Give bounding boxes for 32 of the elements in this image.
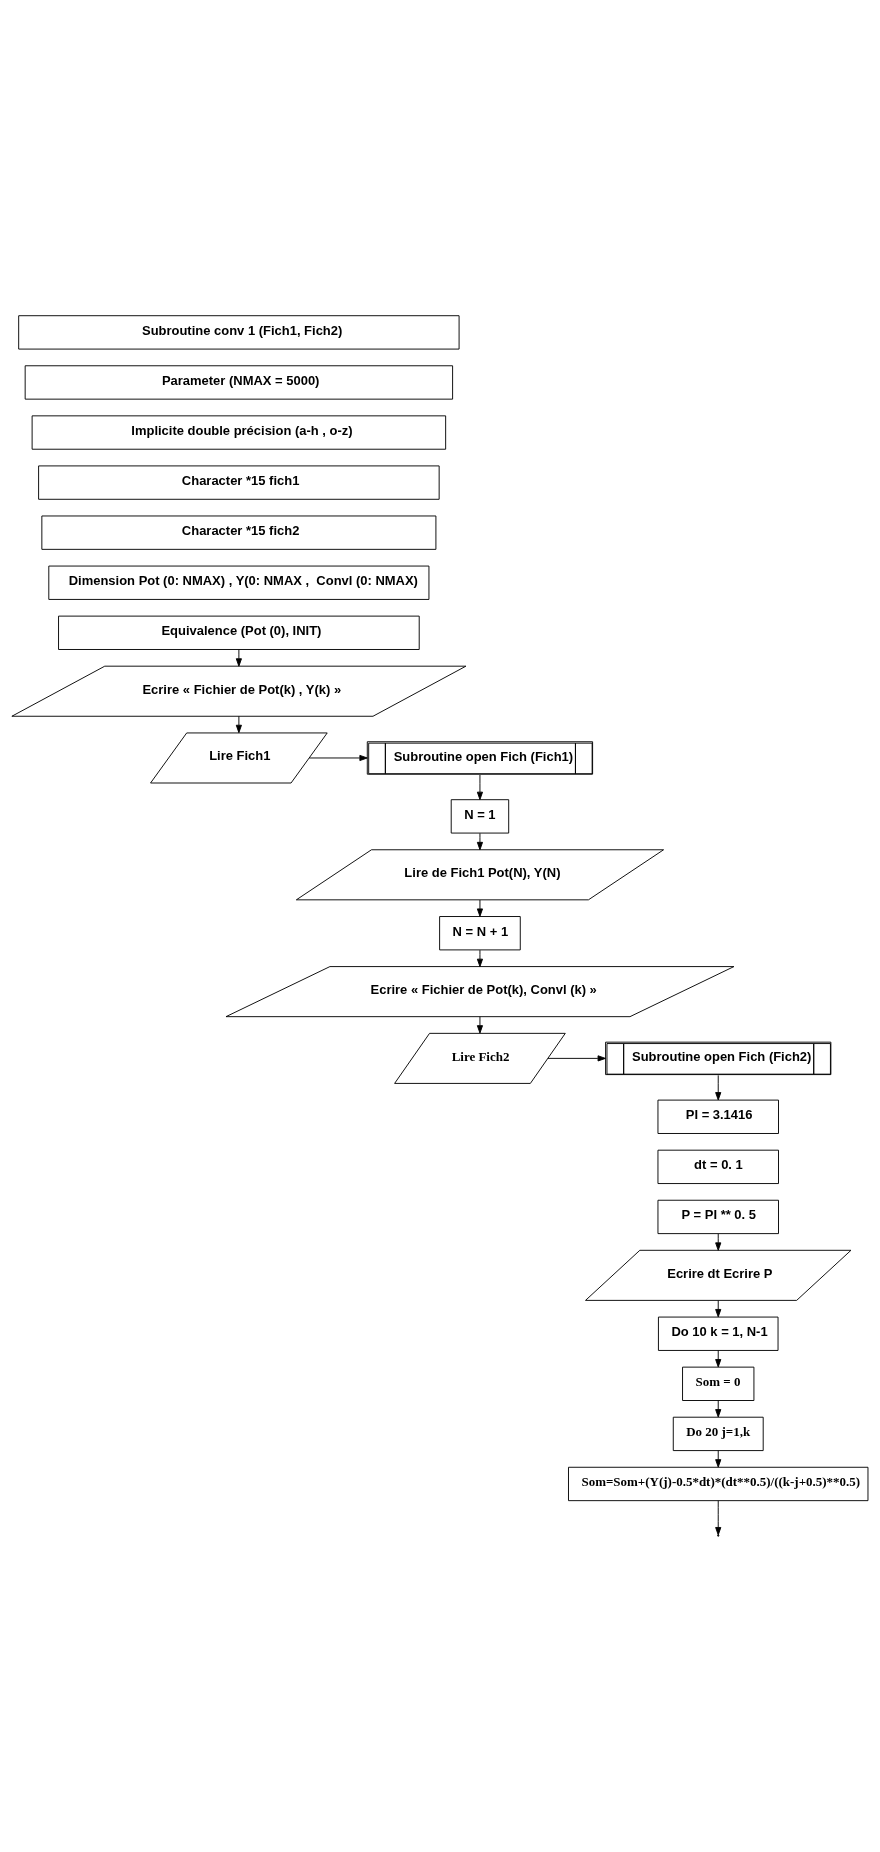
node-box: dt = 0. 1 [657, 1149, 779, 1184]
arrow [715, 1300, 722, 1318]
arrow [715, 1074, 722, 1101]
arrow [715, 1500, 722, 1536]
node-box: Parameter (NMAX = 5000) [24, 365, 454, 400]
node-box: Equivalence (Pot (0), INIT) [58, 615, 420, 650]
arrow [476, 832, 483, 851]
node-box: Dimension Pot (0: NMAX) , Y(0: NMAX , Convl (0: NMAX) [48, 565, 430, 600]
arrow [715, 1233, 722, 1251]
node-box: Character *15 fich1 [38, 465, 440, 500]
arrow [547, 1055, 606, 1062]
node-box: PI = 3.1416 [657, 1099, 779, 1134]
node-box: P = PI ** 0. 5 [657, 1199, 779, 1235]
arrow [308, 754, 368, 762]
node-box: Subroutine conv 1 (Fich1, Fich2) [18, 315, 460, 350]
node-box: N = N + 1 [439, 916, 521, 951]
arrow [476, 774, 483, 801]
arrow [235, 715, 242, 734]
arrow [476, 899, 483, 917]
arrow [235, 649, 242, 667]
node-box: Implicite double précision (a-h , o-z) [31, 415, 447, 450]
node-box: Character *15 fich2 [41, 515, 437, 550]
arrow [476, 1016, 483, 1034]
node-box: N = 1 [450, 799, 510, 834]
node-box: Do 20 j=1,k [672, 1416, 764, 1452]
arrow [715, 1450, 722, 1468]
node-box: Som = 0 [682, 1366, 755, 1401]
node-box: Do 10 k = 1, N-1 [657, 1316, 779, 1351]
arrow [715, 1350, 722, 1368]
arrow [715, 1400, 722, 1418]
node-box: Som=Som+(Y(j)-0.5*dt)*(dt**0.5)/((k-j+0.5)**0.5) [568, 1466, 869, 1502]
arrow [476, 949, 483, 968]
